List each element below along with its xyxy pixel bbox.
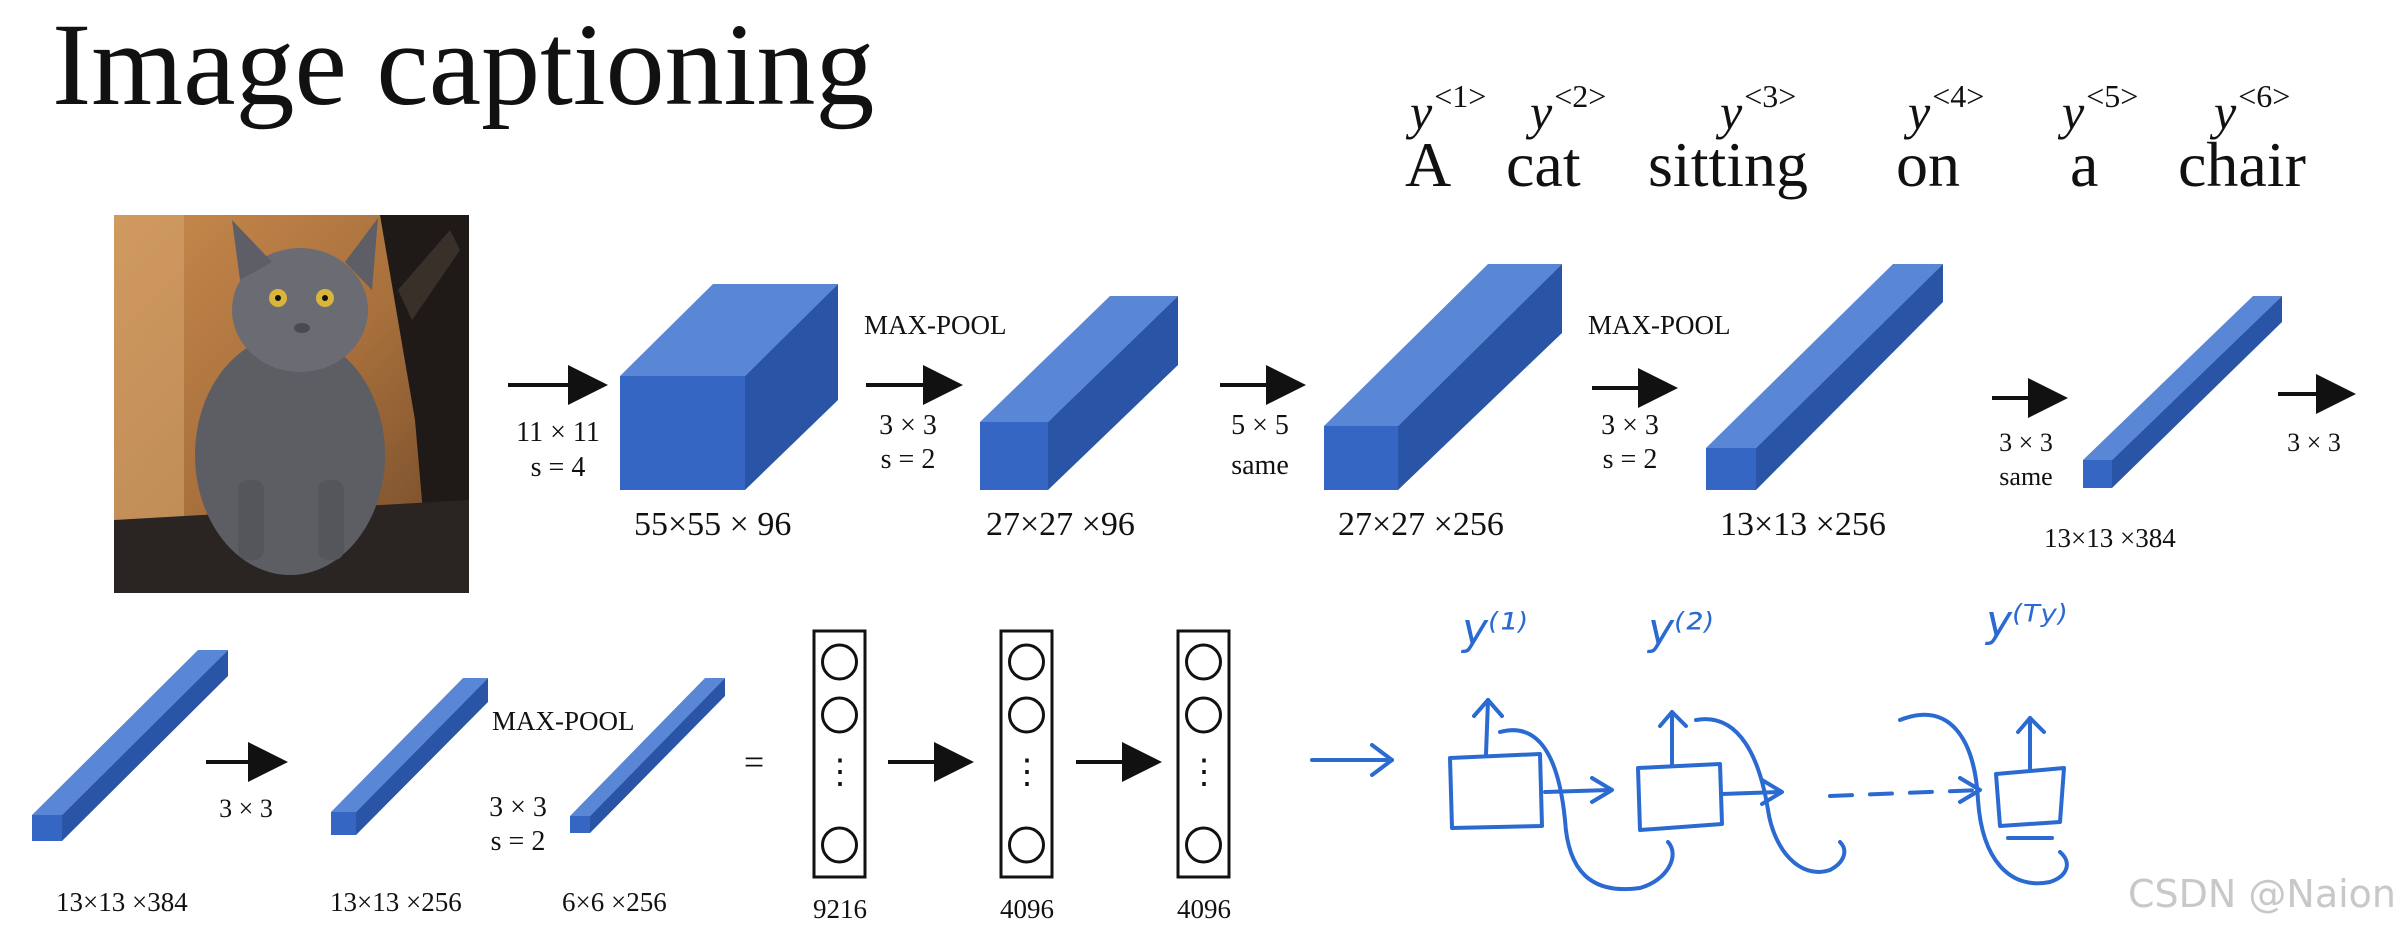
slide-title: Image captioning [52,0,875,130]
pool1-stride: s = 2 [880,444,936,475]
conv1-dims: 55×55 × 96 [634,506,792,543]
fc2-ellipsis: ⋮ [1010,754,1044,791]
pool1-title: MAX-POOL [864,310,1007,340]
pool1-filter: 3 × 3 [879,410,937,441]
pool3-dims: 6×6 ×256 [562,887,667,917]
caption-word-4: on [1896,129,1960,200]
output-label-5: y<5> [2062,78,2139,140]
volume-6x6x256 [570,678,725,833]
pool2-stride: s = 2 [1602,444,1658,475]
handwritten-y1: y⁽¹⁾ [1462,604,1528,655]
caption-word-5: a [2070,129,2099,200]
conv1-filter: 11 × 11 [516,417,600,448]
handwritten-yT: y⁽ᵀʸ⁾ [1986,596,2067,647]
fc3-ellipsis: ⋮ [1187,754,1221,791]
cat-photo [114,215,469,593]
conv3-dims: 13×13 ×384 [2044,523,2176,553]
output-label-6: y<6> [2214,78,2291,140]
fc-layer-4096-a [999,629,1054,879]
output-label-3: y<3> [1720,78,1797,140]
output-label-2: y<2> [1530,78,1607,140]
pool1-dims: 27×27 ×96 [986,506,1135,543]
row2-arrow1-filter: 3 × 3 [219,794,273,823]
volume-13x13x384-row1 [2083,296,2282,488]
pool3-title: MAX-POOL [492,706,635,736]
fc-layer-9216 [812,629,867,879]
caption-word-3: sitting [1648,129,1809,200]
volume-13x13x256 [1706,264,1943,490]
fc1-size: 9216 [813,894,867,924]
watermark: CSDN @Naion [2127,872,2396,916]
output-label-4: y<4> [1908,78,1985,140]
conv4-filter: 3 × 3 [2287,428,2341,457]
fc-layer-4096-b [1176,629,1231,879]
pool2-title: MAX-POOL [1588,310,1731,340]
conv1-stride: s = 4 [530,452,586,483]
volume-55x55x96 [620,284,838,490]
conv3-filter: 3 × 3 [1999,428,2053,457]
fc1-ellipsis: ⋮ [823,754,857,791]
pool3-filter: 3 × 3 [489,792,547,823]
conv3-stride: same [1999,462,2053,491]
pool2-filter: 3 × 3 [1601,410,1659,441]
volume-27x27x256 [1324,264,1562,490]
caption-word-2: cat [1506,129,1581,200]
output-label-1: y<1> [1410,78,1487,140]
caption-word-6: chair [2178,129,2306,200]
equals-sign: = [743,742,765,782]
volume-27x27x96 [980,296,1178,490]
row2-block1-dims: 13×13 ×384 [56,887,188,917]
conv2-stride: same [1231,450,1289,481]
pool2-dims: 13×13 ×256 [1720,506,1886,543]
handwritten-y2: y⁽²⁾ [1648,604,1714,655]
row2-block2-dims: 13×13 ×256 [330,887,462,917]
conv2-dims: 27×27 ×256 [1338,506,1504,543]
caption-word-1: A [1405,129,1452,200]
volume-13x13x384-row2 [32,650,228,841]
fc3-size: 4096 [1177,894,1231,924]
volume-13x13x256-row2 [331,678,488,835]
rnn-sketch [1310,698,2069,892]
conv2-filter: 5 × 5 [1231,410,1289,441]
fc2-size: 4096 [1000,894,1054,924]
pool3-stride: s = 2 [490,826,546,857]
